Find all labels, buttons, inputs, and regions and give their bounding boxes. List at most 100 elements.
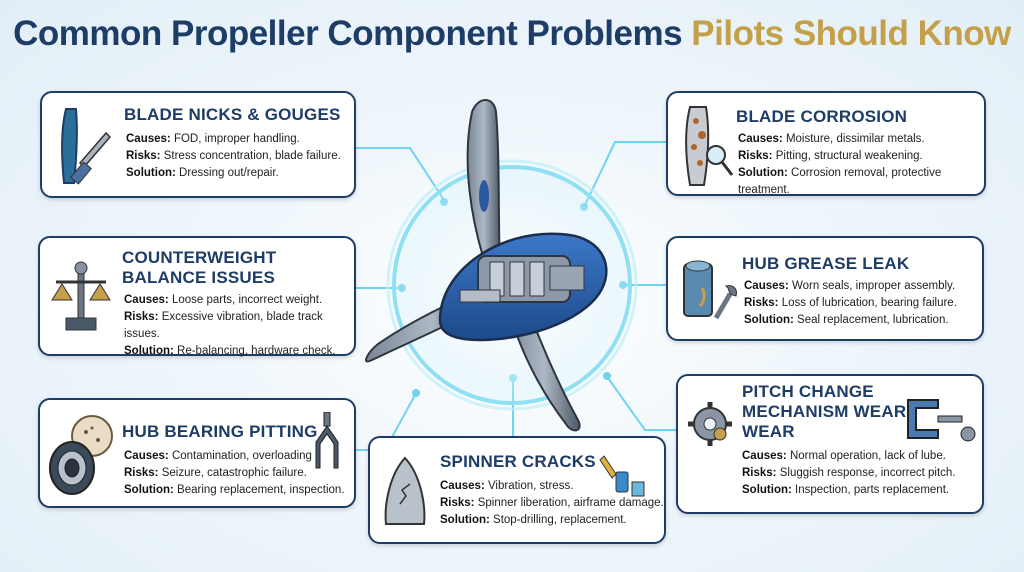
- gear-icon: [688, 402, 732, 446]
- solution-label: Solution:: [738, 167, 788, 179]
- title-highlight: Pilots Should Know: [691, 14, 1011, 53]
- dye-bottle-icon: [599, 455, 645, 497]
- solution-line: Solution: Dressing out/repair.: [126, 165, 341, 182]
- risks-line: Risks: Pitting, structural weakening.: [738, 148, 984, 165]
- solution-line: Solution: Seal replacement, lubrication.: [744, 312, 957, 329]
- risks-label: Risks:: [124, 467, 159, 479]
- solution-label: Solution:: [744, 314, 794, 326]
- card-title: BLADE CORROSION: [736, 107, 908, 126]
- risks-line: Risks: Excessive vibration, blade track …: [124, 309, 354, 343]
- solution-label: Solution:: [124, 345, 174, 357]
- causes-text: Vibration, stress.: [487, 480, 574, 492]
- risks-line: Risks: Sluggish response, incorrect pitc…: [742, 465, 956, 482]
- solution-text: Seal replacement, lubrication.: [797, 314, 949, 326]
- card-details: Causes: Normal operation, lack of lube. …: [742, 448, 956, 499]
- causes-line: Causes: Worn seals, improper assembly.: [744, 278, 957, 295]
- corroded-blade-icon: [685, 106, 710, 186]
- card-blade-nicks: BLADE NICKS & GOUGES Causes: FOD, improp…: [40, 91, 356, 198]
- risks-text: Loss of lubrication, bearing failure.: [781, 297, 957, 309]
- card-title: BLADE NICKS & GOUGES: [124, 105, 341, 124]
- card-title: HUB BEARING PITTING: [122, 422, 318, 441]
- card-title-line-2: BALANCE ISSUES: [122, 268, 275, 287]
- causes-label: Causes:: [742, 450, 787, 462]
- causes-line: Causes: Loose parts, incorrect weight.: [124, 292, 354, 309]
- solution-text: Inspection, parts replacement.: [795, 484, 950, 496]
- solution-text: Stop-drilling, replacement.: [493, 514, 627, 526]
- solution-label: Solution:: [742, 484, 792, 496]
- solution-text: Re-balancing, hardware check.: [177, 345, 336, 357]
- caliper-icon: [315, 412, 339, 469]
- hub-cylinder-icon: [683, 260, 713, 317]
- card-title-line-2: MECHANISM WEAR: [742, 402, 907, 421]
- solution-line: Solution: Corrosion removal, protective …: [738, 165, 984, 199]
- bearing-icon: [49, 415, 113, 495]
- causes-text: Worn seals, improper assembly.: [791, 280, 956, 292]
- card-details: Causes: Loose parts, incorrect weight. R…: [124, 292, 354, 360]
- causes-line: Causes: Vibration, stress.: [440, 478, 664, 495]
- card-title: COUNTERWEIGHT BALANCE ISSUES: [122, 248, 276, 288]
- risks-line: Risks: Spinner liberation, airframe dama…: [440, 495, 664, 512]
- card-title-line-1: COUNTERWEIGHT: [122, 248, 277, 267]
- risks-text: Spinner liberation, airframe damage.: [477, 497, 664, 509]
- card-details: Causes: Vibration, stress. Risks: Spinne…: [440, 478, 664, 529]
- risks-text: Pitting, structural weakening.: [775, 150, 923, 162]
- solution-line: Solution: Stop-drilling, replacement.: [440, 512, 664, 529]
- causes-line: Causes: Moisture, dissimilar metals.: [738, 131, 984, 148]
- card-title-line-1: PITCH CHANGE: [742, 382, 874, 401]
- risks-line: Risks: Loss of lubrication, bearing fail…: [744, 295, 957, 312]
- risks-line: Risks: Stress concentration, blade failu…: [126, 148, 341, 165]
- risks-label: Risks:: [126, 150, 161, 162]
- causes-label: Causes:: [124, 450, 169, 462]
- card-title: HUB GREASE LEAK: [742, 254, 910, 273]
- risks-text: Stress concentration, blade failure.: [163, 150, 341, 162]
- solution-label: Solution:: [126, 167, 176, 179]
- balance-scale-icon: [51, 261, 111, 331]
- wrench-icon: [713, 285, 737, 320]
- causes-line: Causes: Normal operation, lack of lube.: [742, 448, 956, 465]
- card-hub-grease-leak: HUB GREASE LEAK Causes: Worn seals, impr…: [666, 236, 984, 341]
- causes-text: Normal operation, lack of lube.: [789, 450, 946, 462]
- card-pitch-change-mechanism: PITCH CHANGE MECHANISM WEAR WEAR Causes:…: [676, 374, 984, 514]
- causes-text: FOD, improper handling.: [173, 133, 300, 145]
- solution-text: Dressing out/repair.: [179, 167, 279, 179]
- card-counterweight-balance: COUNTERWEIGHT BALANCE ISSUES Causes: Loo…: [38, 236, 356, 357]
- card-details: Causes: FOD, improper handling. Risks: S…: [126, 131, 341, 182]
- causes-line: Causes: Contamination, overloading: [124, 448, 345, 465]
- solution-text: Bearing replacement, inspection.: [177, 484, 345, 496]
- causes-label: Causes:: [744, 280, 789, 292]
- causes-label: Causes:: [738, 133, 783, 145]
- solution-line: Solution: Bearing replacement, inspectio…: [124, 482, 345, 499]
- causes-text: Loose parts, incorrect weight.: [171, 294, 323, 306]
- card-details: Causes: Moisture, dissimilar metals. Ris…: [738, 131, 984, 199]
- risks-text: Seizure, catastrophic failure.: [161, 467, 307, 479]
- causes-label: Causes:: [440, 480, 485, 492]
- c-clamp-icon: [907, 399, 976, 442]
- card-details: Causes: Contamination, overloading Risks…: [124, 448, 345, 499]
- blade-file-icon: [61, 108, 112, 185]
- card-title-line-3: WEAR: [742, 422, 795, 441]
- card-hub-bearing-pitting: HUB BEARING PITTING Causes: Contaminatio…: [38, 398, 356, 508]
- risks-label: Risks:: [124, 311, 159, 323]
- propeller-icon: [365, 99, 608, 432]
- spinner-cone-icon: [384, 456, 426, 525]
- causes-line: Causes: FOD, improper handling.: [126, 131, 341, 148]
- risks-label: Risks:: [744, 297, 779, 309]
- risks-text: Sluggish response, incorrect pitch.: [779, 467, 956, 479]
- risks-label: Risks:: [738, 150, 773, 162]
- causes-text: Moisture, dissimilar metals.: [785, 133, 925, 145]
- card-title: SPINNER CRACKS: [440, 452, 596, 471]
- solution-line: Solution: Re-balancing, hardware check.: [124, 343, 354, 360]
- causes-label: Causes:: [126, 133, 171, 145]
- card-details: Causes: Worn seals, improper assembly. R…: [744, 278, 957, 329]
- card-spinner-cracks: SPINNER CRACKS Causes: Vibration, stress…: [368, 436, 666, 544]
- risks-label: Risks:: [440, 497, 475, 509]
- card-blade-corrosion: BLADE CORROSION Causes: Moisture, dissim…: [666, 91, 986, 196]
- causes-text: Contamination, overloading: [171, 450, 312, 462]
- solution-text: Corrosion removal, protective treatment.: [738, 167, 942, 196]
- card-title: PITCH CHANGE MECHANISM WEAR WEAR: [742, 382, 906, 442]
- page-title: Common Propeller Component Problems Pilo…: [0, 14, 1024, 54]
- title-main: Common Propeller Component Problems: [13, 14, 683, 53]
- causes-label: Causes:: [124, 294, 169, 306]
- risks-label: Risks:: [742, 467, 777, 479]
